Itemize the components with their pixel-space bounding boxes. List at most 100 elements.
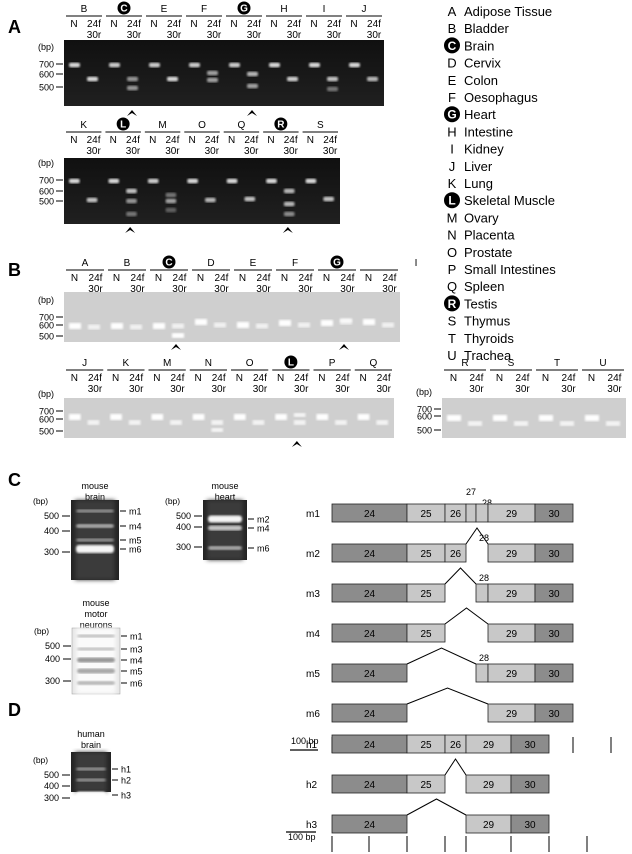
tissue-label: G (333, 258, 341, 269)
gel-band (77, 647, 115, 651)
ladder-label: 300 (44, 793, 59, 803)
lane-label-24f: 24f (470, 373, 484, 384)
arrowhead (127, 110, 137, 116)
gel-band (76, 791, 106, 799)
gel-band (309, 62, 320, 68)
lane-label-n: N (155, 273, 162, 284)
exon-number: 29 (506, 629, 518, 640)
lane-label-30r: 30r (172, 284, 187, 295)
lane-label-30r: 30r (515, 384, 530, 395)
gel-band (226, 178, 238, 184)
isoform-name: m2 (306, 549, 320, 560)
gel-band (149, 62, 160, 68)
legend-code: P (448, 262, 457, 277)
gel-title: neurons (80, 620, 113, 630)
gel-band (147, 178, 159, 184)
gel-band (447, 415, 461, 421)
splice-junction (465, 527, 489, 545)
gel-title: human (77, 729, 105, 739)
tissue-label: N (205, 358, 212, 369)
tissue-label: S (508, 358, 515, 369)
gel-band (165, 207, 177, 213)
lane-label-24f: 24f (212, 373, 226, 384)
lane-label-24f: 24f (299, 273, 313, 284)
gel-band (110, 414, 122, 420)
exon-number: 29 (483, 740, 495, 751)
tissue-badge (284, 355, 298, 369)
exon-27 (465, 503, 477, 523)
legend-code: G (447, 108, 456, 122)
band-label: h1 (121, 765, 131, 775)
ladder-label: 500 (39, 427, 54, 437)
lane-label-n: N (365, 273, 372, 284)
ladder-unit: (bp) (34, 626, 49, 636)
legend-code: B (448, 21, 457, 36)
isoform-name: m1 (306, 509, 320, 520)
gel-image (64, 40, 384, 106)
lane-label-24f: 24f (335, 373, 349, 384)
gel-title: heart (215, 492, 236, 502)
lane-label-n: N (350, 19, 357, 30)
gel-band (376, 420, 388, 425)
lane-label-24f: 24f (207, 19, 221, 30)
legend-code: M (447, 210, 458, 225)
exon-number: 29 (506, 589, 518, 600)
lane-label-n: N (496, 373, 503, 384)
gel-band (293, 413, 306, 417)
exon-24 (331, 814, 408, 834)
gel-title: brain (81, 740, 101, 750)
legend-item: N Placenta (447, 228, 515, 243)
gel-band (111, 323, 123, 329)
lane-label-30r: 30r (469, 384, 484, 395)
tissue-label: I (323, 4, 326, 15)
legend-name: Liver (464, 159, 493, 174)
gel-band (76, 509, 114, 513)
splice-junction (444, 607, 489, 625)
legend-code: F (448, 90, 456, 105)
gel-band (165, 192, 177, 198)
tissue-label: Q (369, 358, 377, 369)
gel-band (606, 421, 620, 426)
exon-number: 30 (548, 669, 560, 680)
arrowhead (282, 227, 293, 233)
tissue-label: G (240, 4, 248, 15)
exon-number: 26 (450, 549, 462, 560)
exon-30 (534, 703, 574, 723)
lane-label-24f: 24f (205, 135, 219, 146)
lane-label-24f: 24f (167, 19, 181, 30)
lane-label-24f: 24f (127, 19, 141, 30)
tissue-label: C (165, 258, 172, 269)
gel-band (237, 322, 249, 328)
legend-code: E (448, 73, 457, 88)
exon-number: 24 (364, 509, 376, 520)
gel-band (316, 414, 329, 420)
gel-band (247, 71, 258, 77)
exon-30 (534, 663, 574, 683)
band-label: m4 (129, 522, 142, 532)
tissue-badge (116, 117, 130, 131)
ladder-unit: (bp) (38, 158, 54, 168)
gel-band (109, 62, 120, 68)
gel-band (327, 76, 338, 82)
ladder-label: 500 (44, 511, 59, 521)
isoform-name: m5 (306, 669, 320, 680)
gel-band (321, 320, 333, 326)
gel-lane (75, 752, 107, 792)
lane-label-24f: 24f (562, 373, 576, 384)
tissue-label: K (123, 358, 130, 369)
exon-25 (406, 774, 446, 794)
exon-26 (444, 543, 467, 563)
gel-band (127, 85, 138, 91)
legend-code: N (447, 228, 456, 243)
lane-label-30r: 30r (129, 384, 144, 395)
gel-band (283, 211, 295, 217)
tissue-label: E (161, 4, 168, 15)
splice-junction (444, 567, 477, 585)
lane-label-n: N (277, 373, 284, 384)
lane-label-n: N (70, 135, 77, 146)
gel-band (170, 420, 182, 425)
legend-name: Placenta (464, 228, 515, 243)
